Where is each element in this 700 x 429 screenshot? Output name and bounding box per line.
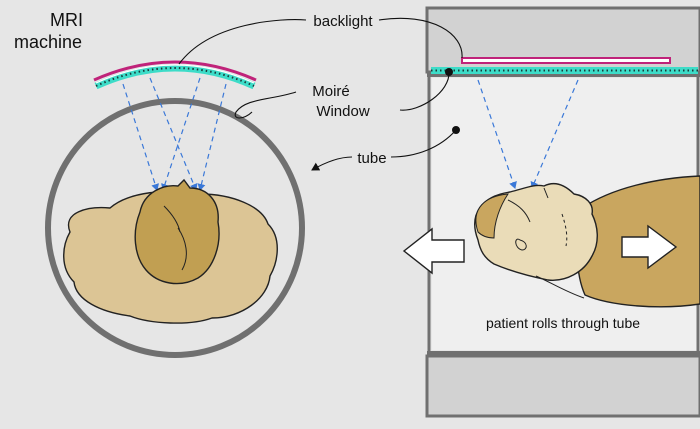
mri-side-view — [425, 6, 700, 418]
tube-wall-bottom — [425, 354, 700, 418]
backlight-arc — [93, 60, 257, 82]
moire-window-strip — [431, 67, 698, 74]
mri-cross-section — [45, 60, 305, 358]
leader-dot-tube — [452, 126, 460, 134]
backlight-strip — [461, 57, 671, 64]
tube-ring — [45, 98, 305, 358]
optical-rays-right — [477, 79, 579, 189]
moire-label-line2: Window — [316, 103, 370, 120]
patient-head-side — [474, 182, 598, 281]
patient-head-top — [134, 178, 220, 285]
callout-leaders — [178, 17, 463, 171]
arrow-right-icon — [621, 224, 678, 270]
moire-label-line1: Moiré — [312, 83, 350, 100]
arrow-left-icon — [402, 227, 465, 275]
leader-dot-window — [445, 68, 453, 76]
tube-label: tube — [357, 150, 386, 167]
moire-window-dots — [95, 67, 255, 87]
patient-caption: patient rolls through tube — [486, 315, 640, 331]
backlight-label: backlight — [313, 13, 373, 30]
optical-rays-left — [122, 77, 227, 191]
